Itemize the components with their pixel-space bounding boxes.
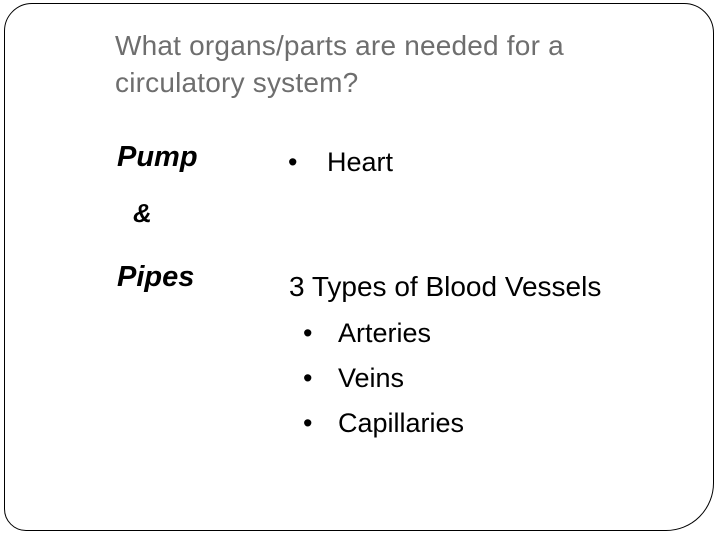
heart-list-item: • Heart	[288, 146, 393, 179]
bullet-marker: •	[303, 363, 313, 393]
bullet-marker: •	[288, 147, 298, 177]
vessel-list: • Arteries • Veins • Capillaries	[303, 317, 464, 452]
list-item: • Capillaries	[303, 407, 464, 440]
slide-frame-border	[4, 3, 714, 531]
pipes-label: Pipes	[117, 261, 195, 293]
pump-label: Pump	[117, 141, 198, 173]
vessel-label: Veins	[338, 363, 405, 393]
list-item: • Veins	[303, 362, 464, 395]
bullet-marker: •	[303, 318, 313, 348]
slide-title: What organs/parts are needed for a circu…	[115, 30, 564, 98]
vessels-heading: 3 Types of Blood Vessels	[289, 271, 602, 302]
list-item: • Arteries	[303, 317, 464, 350]
bullet-marker: •	[303, 408, 313, 438]
ampersand-label: &	[133, 198, 152, 228]
vessel-label: Arteries	[338, 318, 432, 348]
heart-label: Heart	[327, 147, 394, 177]
vessel-label: Capillaries	[338, 408, 465, 438]
